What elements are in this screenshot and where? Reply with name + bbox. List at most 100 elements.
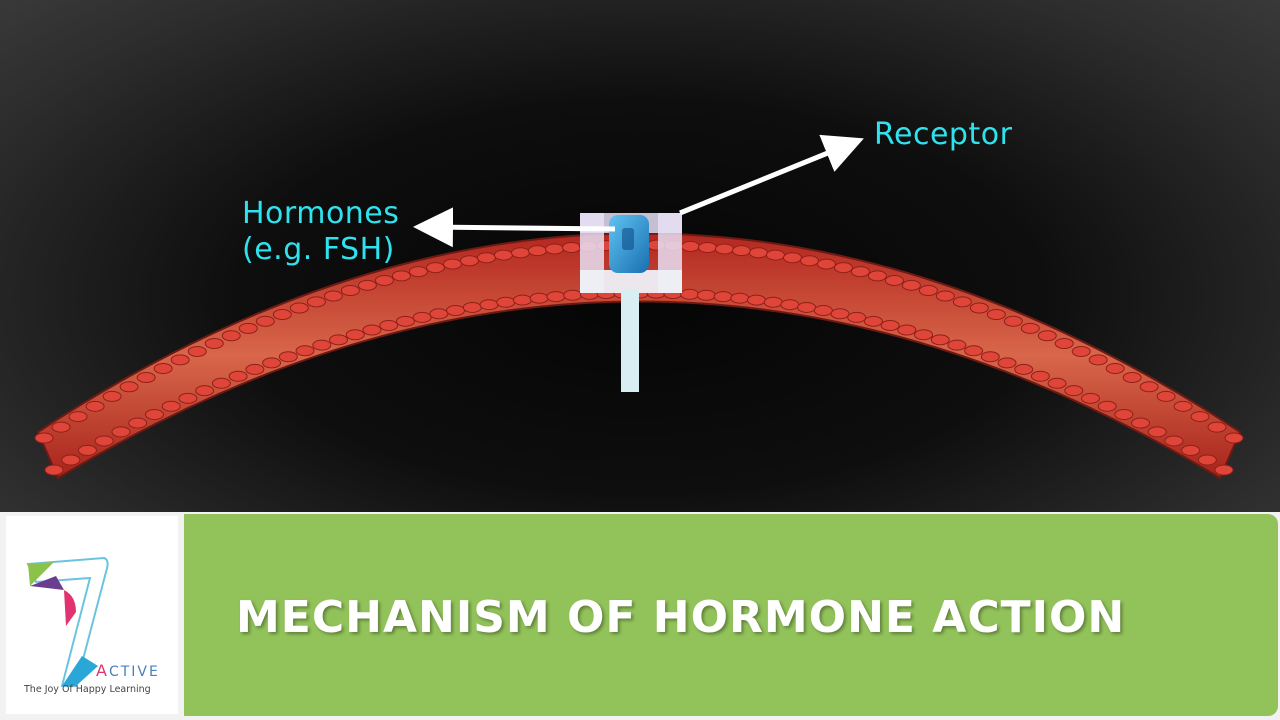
phospholipid-head — [813, 304, 833, 316]
phospholipid-head — [880, 320, 900, 332]
membrane-diagram — [34, 134, 1244, 480]
phospholipid-head — [442, 258, 462, 270]
phospholipid-head — [964, 345, 984, 357]
phospholipid-head — [1037, 330, 1057, 342]
phospholipid-head — [136, 372, 156, 384]
receptor-label: Receptor — [874, 117, 1013, 152]
phospholipid-head — [496, 296, 516, 308]
phospholipid-head — [765, 249, 785, 261]
phospholipid-head — [221, 330, 241, 342]
brand-tagline: The Joy Of Happy Learning — [24, 684, 151, 695]
phospholipid-head — [780, 299, 800, 311]
phospholipid-head — [44, 464, 64, 476]
phospholipid-head — [306, 296, 326, 308]
phospholipid-head — [952, 296, 972, 308]
phospholipid-head — [395, 315, 415, 327]
phospholipid-head — [1156, 390, 1176, 402]
phospholipid-head — [295, 345, 315, 357]
phospholipid-head — [847, 311, 867, 323]
phospholipid-head — [51, 421, 71, 433]
phospholipid-head — [897, 324, 917, 336]
phospholipid-head — [1097, 400, 1117, 412]
phospholipid-head — [34, 432, 54, 444]
phospholipid-head — [1105, 363, 1125, 375]
hormone-label-line2: (e.g. FSH) — [242, 232, 395, 267]
phospholipid-head — [1020, 322, 1040, 334]
phospholipid-head — [914, 329, 934, 341]
phospholipid-head — [782, 252, 802, 264]
phospholipid-head — [272, 308, 292, 320]
brand-name: ACTIVE — [96, 661, 160, 680]
phospholipid-head — [204, 337, 224, 349]
phospholipid-head — [527, 245, 547, 257]
phospholipid-head — [901, 279, 921, 291]
phospholipid-head — [730, 292, 750, 304]
phospholipid-head — [1197, 454, 1217, 466]
phospholipid-head — [510, 247, 530, 259]
phospholipid-head — [512, 294, 532, 306]
logo-panel: ACTIVE The Joy Of Happy Learning — [6, 516, 178, 714]
phospholipid-head — [1054, 337, 1074, 349]
phospholipid-head — [1080, 392, 1100, 404]
seven-logo-icon — [26, 556, 109, 687]
phospholipid-head — [731, 245, 751, 257]
phospholipid-head — [1122, 372, 1142, 384]
phospholipid-head — [1003, 315, 1023, 327]
phospholipid-head — [561, 242, 581, 254]
phospholipid-head — [61, 454, 81, 466]
phospholipid-head — [930, 334, 950, 346]
phospholipid-head — [211, 377, 231, 389]
phospholipid-head — [412, 311, 432, 323]
phospholipid-head — [544, 243, 564, 255]
phospholipid-head — [170, 354, 190, 366]
phospholipid-head — [85, 400, 105, 412]
phospholipid-head — [119, 381, 139, 393]
phospholipid-head — [1147, 426, 1167, 438]
phospholipid-head — [459, 255, 479, 267]
hormone-label-line1: Hormones — [242, 196, 400, 231]
phospholipid-head — [228, 370, 248, 382]
phospholipid-head — [680, 288, 700, 300]
phospholipid-head — [128, 417, 148, 429]
phospholipid-head — [969, 302, 989, 314]
phospholipid-head — [195, 385, 215, 397]
phospholipid-head — [1224, 432, 1244, 444]
phospholipid-head — [255, 315, 275, 327]
phospholipid-head — [1047, 377, 1067, 389]
phospholipid-head — [1190, 411, 1210, 423]
page-title: MECHANISM OF HORMONE ACTION — [236, 592, 1126, 643]
phospholipid-head — [763, 296, 783, 308]
phospholipid-head — [68, 411, 88, 423]
phospholipid-head — [374, 274, 394, 286]
phospholipid-head — [563, 289, 583, 301]
phospholipid-head — [144, 409, 164, 421]
phospholipid-head — [697, 242, 717, 254]
phospholipid-head — [696, 289, 716, 301]
phospholipid-head — [1207, 421, 1227, 433]
phospholipid-head — [289, 302, 309, 314]
phospholipid-head — [161, 400, 181, 412]
phospholipid-head — [918, 285, 938, 297]
phospholipid-head — [329, 334, 349, 346]
phospholipid-head — [863, 315, 883, 327]
phospholipid-head — [493, 249, 513, 261]
phospholipid-head — [816, 258, 836, 270]
phospholipid-head — [153, 363, 173, 375]
phospholipid-head — [479, 299, 499, 311]
phospholipid-head — [799, 255, 819, 267]
phospholipid-head — [1139, 381, 1159, 393]
phospholipid-head — [997, 357, 1017, 369]
phospholipid-head — [462, 301, 482, 313]
phospholipid-head — [278, 351, 298, 363]
phospholipid-head — [529, 292, 549, 304]
phospholipid-head — [102, 390, 122, 402]
phospholipid-head — [362, 324, 382, 336]
phospholipid-head — [345, 329, 365, 341]
phospholipid-head — [111, 426, 131, 438]
phospholipid-head — [178, 392, 198, 404]
phospholipid-head — [1088, 354, 1108, 366]
phospholipid-head — [262, 357, 282, 369]
phospholipid-head — [245, 363, 265, 375]
phospholipid-head — [323, 290, 343, 302]
phospholipid-head — [187, 346, 207, 358]
